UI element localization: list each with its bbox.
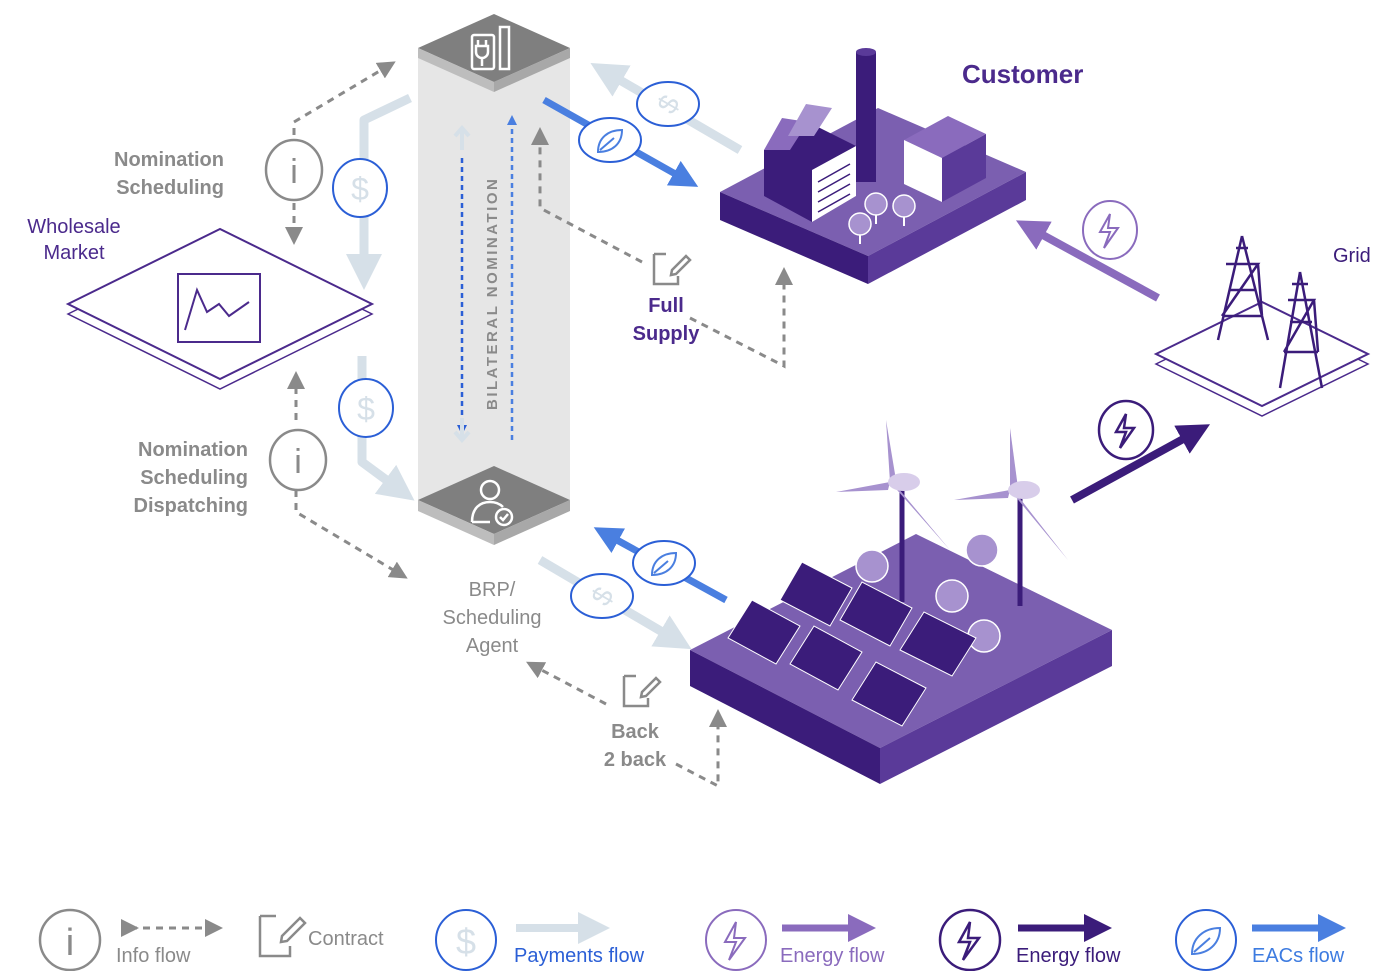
grid-label: Grid [1333,245,1371,267]
energy-flow-mid-arrow [1015,220,1160,302]
nomination-scheduling-top-label: Nomination Scheduling [84,146,224,202]
contract-icon [258,914,307,958]
leaf-icon [632,540,696,586]
brp-label: BRP/ Scheduling Agent [424,576,560,660]
lightning-icon [1082,200,1138,260]
svg-text:$: $ [456,921,476,962]
lightning-icon [1097,399,1155,461]
bilateral-nomination-label: BILATERAL NOMINATION [484,177,501,410]
plug-icon [470,25,511,71]
wholesale-market-label: Wholesale Market [12,214,136,266]
scheduling-line: Scheduling [442,607,542,629]
leaf-icon [578,117,642,163]
supply-line: Supply [632,323,700,345]
svg-text:i: i [290,153,298,191]
nomination-line: Nomination [114,149,224,171]
grid-towers [1153,235,1371,417]
bilateral-up-gray-tip [453,124,471,150]
customer-label: Customer [962,59,1084,89]
legend-energy-mid-label: Energy flow [780,945,885,967]
dollar-icon: $ [570,573,634,619]
scheduling-line: Scheduling [140,467,248,489]
lightning-icon [938,908,1002,971]
nomination-scheduling-dispatching-label: Nomination Scheduling Dispatching [98,436,248,520]
market-line: Market [43,242,105,264]
legend-info-flow-label: Info flow [116,945,191,967]
legend-payments-label: Payments flow [514,945,645,967]
info-icon: i [264,138,324,202]
svg-text:i: i [66,922,74,964]
back-line: Back [611,721,659,743]
contract-icon [622,674,662,708]
dollar-icon: $ [435,909,497,971]
market-chart-icon [177,273,261,343]
back-2-back-label: Back 2 back [590,718,680,774]
dollar-icon: $ [338,378,394,438]
dollar-icon: $ [332,158,388,218]
energy-flow-dark-arrow [1070,424,1211,504]
customer-factory [720,48,1026,284]
renewable-plant [690,420,1112,784]
dispatching-line: Dispatching [133,495,248,517]
svg-text:i: i [294,443,302,481]
nomination-line: Nomination [138,439,248,461]
legend-energy-dark-label: Energy flow [1016,945,1121,967]
brp-line: BRP/ [468,579,516,601]
legend-eacs-label: EACs flow [1252,945,1345,967]
info-flow-arrows [285,61,793,789]
eac-flow-arrows [542,96,728,604]
legend: i $ [38,908,1346,971]
scheduling-line: Scheduling [116,177,224,199]
dollar-icon: $ [636,81,700,127]
agent-line: Agent [465,635,519,657]
full-supply-label: Full Supply [624,292,708,348]
agent-icon [470,479,514,527]
svg-text:$: $ [357,391,375,427]
leaf-icon [1175,909,1237,971]
wholesale-line: Wholesale [27,216,121,238]
full-line: Full [648,295,684,317]
bilateral-down-gray-tip [453,418,471,444]
legend-contract-label: Contract [308,928,384,950]
two-back-line: 2 back [603,749,667,771]
info-icon: i [268,428,328,492]
info-icon: i [38,908,102,971]
contract-icon [652,252,692,286]
lightning-icon [705,909,767,971]
svg-text:$: $ [351,171,369,207]
